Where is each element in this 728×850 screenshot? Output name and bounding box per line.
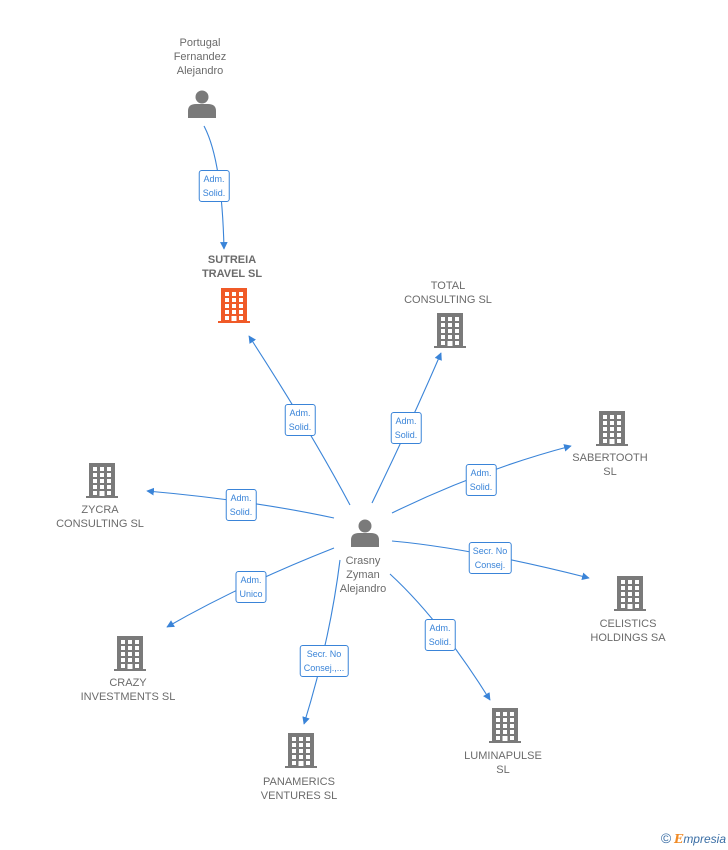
relation-label-crasny-sutreia[interactable]: Adm. Solid. bbox=[284, 404, 316, 436]
relation-label-crasny-sabertooth[interactable]: Adm. Solid. bbox=[465, 464, 497, 496]
node-label-panamerics[interactable]: PANAMERICS VENTURES SL bbox=[260, 776, 338, 802]
node-label-crasny[interactable]: Crasny Zyman Alejandro bbox=[339, 555, 387, 595]
building-icon-zycra[interactable] bbox=[86, 463, 118, 498]
footer-brand: ©Empresia bbox=[661, 830, 726, 846]
relation-label-crasny-panamerics[interactable]: Secr. No Consej.,... bbox=[299, 645, 349, 677]
edge-crasny-panamerics bbox=[302, 559, 341, 725]
person-icon-crasny[interactable] bbox=[351, 519, 379, 548]
relation-label-crasny-total[interactable]: Adm. Solid. bbox=[390, 412, 422, 444]
building-icon-celistics[interactable] bbox=[614, 576, 646, 611]
person-icon-portugal[interactable] bbox=[188, 90, 216, 119]
relation-label-portugal-sutreia[interactable]: Adm. Solid. bbox=[198, 170, 230, 202]
node-label-celistics[interactable]: CELISTICS HOLDINGS SA bbox=[590, 618, 666, 644]
node-label-luminapulse[interactable]: LUMINAPULSE SL bbox=[464, 750, 542, 776]
building-icon-sutreia[interactable] bbox=[218, 288, 250, 323]
relation-label-crasny-zycra[interactable]: Adm. Solid. bbox=[225, 489, 257, 521]
relation-label-crasny-crazy[interactable]: Adm. Unico bbox=[235, 571, 267, 603]
building-icon-total[interactable] bbox=[434, 313, 466, 348]
node-label-zycra[interactable]: ZYCRA CONSULTING SL bbox=[56, 504, 144, 530]
node-label-crazy[interactable]: CRAZY INVESTMENTS SL bbox=[80, 677, 176, 703]
copyright-icon: © bbox=[660, 830, 672, 846]
node-label-portugal[interactable]: Portugal Fernandez Alejandro bbox=[173, 37, 227, 77]
building-icon-sabertooth[interactable] bbox=[596, 411, 628, 446]
relation-label-crasny-luminapulse[interactable]: Adm. Solid. bbox=[424, 619, 456, 651]
relation-label-crasny-celistics[interactable]: Secr. No Consej. bbox=[468, 542, 512, 574]
building-icon-luminapulse[interactable] bbox=[489, 708, 521, 743]
node-label-sutreia[interactable]: SUTREIA TRAVEL SL bbox=[201, 254, 263, 280]
node-label-total[interactable]: TOTAL CONSULTING SL bbox=[404, 280, 492, 306]
building-icon-panamerics[interactable] bbox=[285, 733, 317, 768]
building-icon-crazy[interactable] bbox=[114, 636, 146, 671]
brand-logo-text: mpresia bbox=[683, 832, 726, 846]
brand-logo-letter: E bbox=[674, 832, 684, 846]
node-label-sabertooth[interactable]: SABERTOOTH SL bbox=[572, 452, 648, 478]
